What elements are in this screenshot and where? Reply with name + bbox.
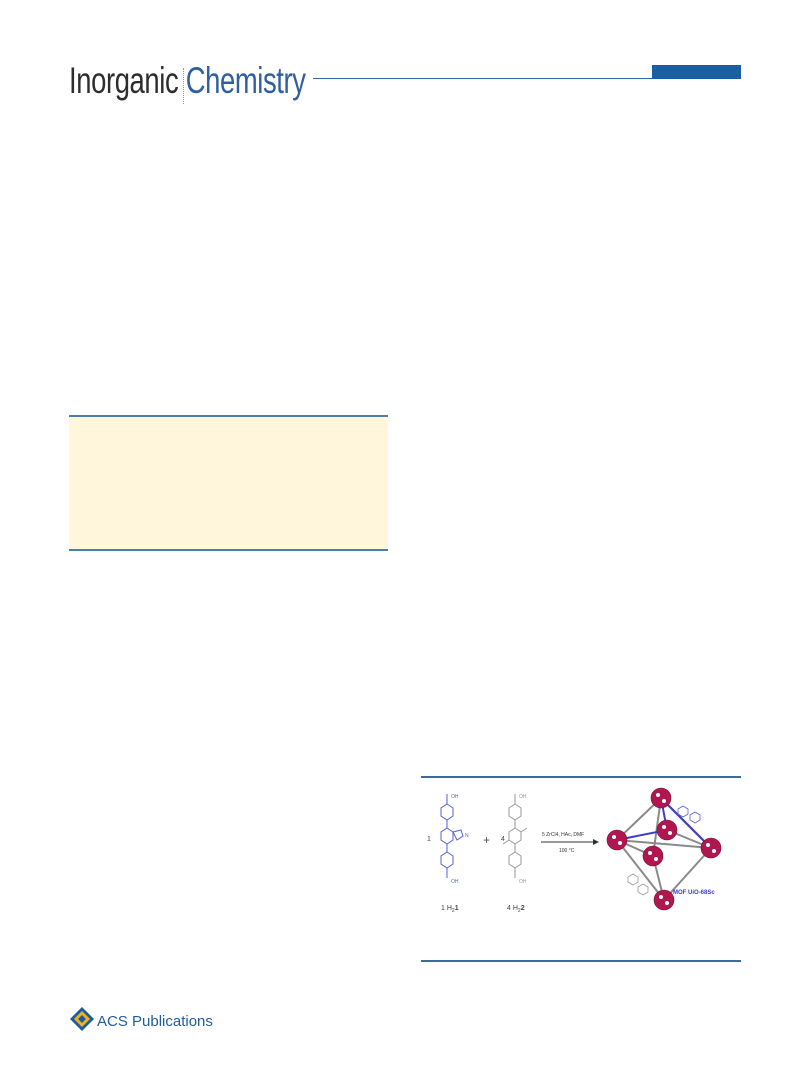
zr-cluster <box>700 837 722 859</box>
reactant-2-label: 4 H22 <box>507 905 525 914</box>
zr-cluster <box>656 819 678 841</box>
zr-cluster <box>606 829 628 851</box>
nh-label: N <box>465 833 469 839</box>
conditions-line-1: 5 ZrCl4, HAc, DMF <box>542 832 584 838</box>
cooh-label-1: OH <box>451 794 459 800</box>
cooh-label-3: OH <box>519 794 527 800</box>
zr-cluster <box>642 845 664 867</box>
cooh-label-2: OH <box>451 879 459 885</box>
plus-sign: + <box>483 833 490 847</box>
title-divider <box>183 68 184 104</box>
conditions-line-2: 100 °C <box>559 848 575 854</box>
figure-top-rule <box>421 776 741 778</box>
mof-cage: MOF UiO-68Sc <box>606 787 722 911</box>
reaction-arrowhead <box>593 839 599 845</box>
figure-bottom-rule <box>421 960 741 962</box>
publisher-name: ACS Publications <box>97 1013 213 1030</box>
cooh-label-4: OH <box>519 879 527 885</box>
zr-clusters <box>606 787 722 911</box>
header-rule <box>313 78 741 79</box>
ligand-1-structure: OH OH N <box>440 794 469 885</box>
zr-cluster <box>650 787 672 809</box>
coefficient-2: 4 <box>501 836 505 843</box>
zr-cluster <box>653 889 675 911</box>
blue-linker-in-cage <box>677 805 701 824</box>
reactant-1-label: 1 H21 <box>441 905 459 914</box>
abstract-box <box>69 415 388 551</box>
cluster-highlights <box>612 793 716 905</box>
reaction-scheme: OH OH N 1 1 H21 + 4 OH O <box>427 787 722 914</box>
grey-linker-in-cage <box>627 873 649 896</box>
scheme-figure: OH OH N 1 1 H21 + 4 OH O <box>421 776 741 962</box>
journal-title-word-2: Chemistry <box>185 60 306 101</box>
coefficient-1: 1 <box>427 836 431 843</box>
ligand-2-structure: OH OH <box>502 794 528 885</box>
journal-title-word-1: Inorganic <box>69 60 179 101</box>
acs-logo-icon <box>70 1007 94 1031</box>
header-accent-block <box>652 65 741 79</box>
product-label: MOF UiO-68Sc <box>673 890 715 896</box>
